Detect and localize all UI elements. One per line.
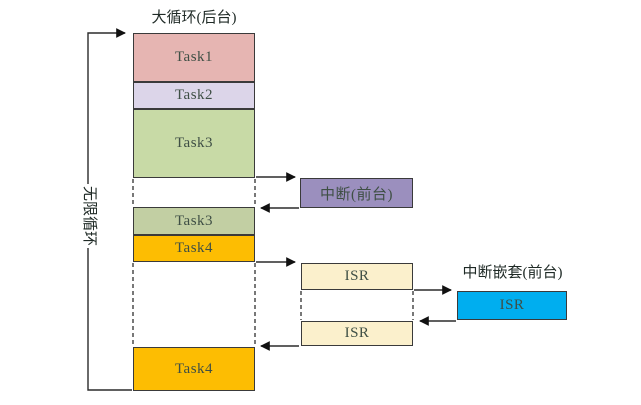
nested-interrupt-title: 中断嵌套(前台) [462,265,563,281]
interrupt-box: 中断(前台) [300,178,413,208]
interrupt-label: 中断(前台) [320,186,393,203]
isr-box-bottom: ISR [301,321,413,346]
task-box-task3-first: Task3 [133,109,255,178]
task-label: Task3 [174,212,214,229]
task-label: Task2 [174,87,214,103]
task-box-task4-first: Task4 [133,235,255,262]
infinite-loop-label: 无限循环 [77,184,99,248]
isr-box-top: ISR [301,263,413,290]
task-box-task3-second: Task3 [133,207,255,235]
background-loop-title: 大循环(后台) [151,10,237,26]
task-label: Task1 [174,49,214,65]
task-box-task1: Task1 [133,33,255,82]
isr-label: ISR [344,268,370,284]
isr-label: ISR [344,325,370,341]
nested-isr-label: ISR [499,297,525,313]
task-box-task4-second: Task4 [133,347,255,391]
nested-isr-box: ISR [457,291,567,320]
task-label: Task4 [174,360,214,377]
task-label: Task3 [174,135,214,151]
task-box-task2: Task2 [133,82,255,109]
task-label: Task4 [174,240,214,256]
